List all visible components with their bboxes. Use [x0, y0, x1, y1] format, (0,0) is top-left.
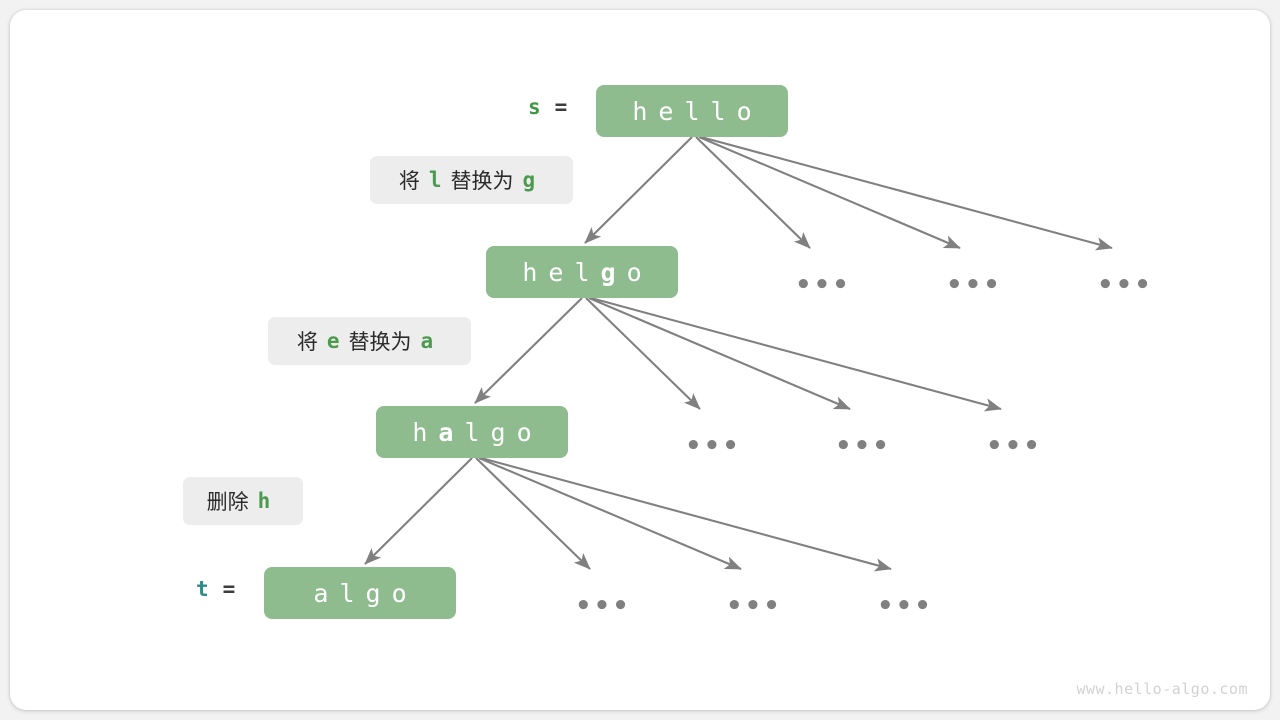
- operation-from-char: e: [326, 329, 340, 353]
- ellipsis-l2-a: •••: [685, 431, 741, 461]
- string-node-algo: algo: [264, 567, 456, 619]
- ellipsis-l1-b: •••: [946, 270, 1002, 300]
- char: e: [548, 257, 575, 287]
- char: g: [490, 417, 517, 447]
- operation-middle: 替换为: [348, 330, 412, 354]
- equals-sign: =: [554, 95, 568, 119]
- variable-name: s: [528, 95, 541, 119]
- ellipsis-l3-c: •••: [877, 591, 933, 621]
- char: e: [658, 96, 685, 126]
- operation-from-char: h: [257, 489, 271, 513]
- string-node-hello: hello: [596, 85, 788, 137]
- ellipsis-l1-a: •••: [795, 270, 851, 300]
- string-node-text: algo: [302, 579, 417, 608]
- variable-label-s: s=: [528, 95, 567, 119]
- ellipsis-l1-c: •••: [1097, 270, 1153, 300]
- char: l: [710, 96, 737, 126]
- operation-prefix: 将: [398, 169, 420, 193]
- ellipsis-l2-b: •••: [835, 431, 891, 461]
- char: l: [684, 96, 711, 126]
- string-node-text: hello: [621, 97, 762, 126]
- operation-from-char: l: [428, 168, 442, 192]
- char: o: [626, 257, 653, 287]
- ellipsis-l2-c: •••: [986, 431, 1042, 461]
- variable-label-t: t=: [196, 577, 235, 601]
- operation-middle: 替换为: [450, 169, 514, 193]
- char: l: [464, 417, 491, 447]
- string-node-helgo: helgo: [486, 246, 678, 298]
- char: h: [412, 417, 439, 447]
- variable-name: t: [196, 577, 209, 601]
- string-node-halgo: halgo: [376, 406, 568, 458]
- watermark: www.hello-algo.com: [1076, 680, 1248, 698]
- char: o: [516, 417, 543, 447]
- operation-prefix: 将: [296, 330, 318, 354]
- char: l: [574, 257, 601, 287]
- ellipsis-l3-b: •••: [726, 591, 782, 621]
- string-node-text: helgo: [511, 258, 652, 287]
- char: g: [365, 578, 392, 608]
- highlighted-char: a: [438, 417, 465, 447]
- equals-sign: =: [222, 577, 236, 601]
- char: h: [632, 96, 659, 126]
- ellipsis-l3-a: •••: [575, 591, 631, 621]
- operation-to-char: a: [420, 329, 434, 353]
- char: l: [339, 578, 366, 608]
- highlighted-char: g: [600, 257, 627, 287]
- char: o: [391, 578, 418, 608]
- char: h: [522, 257, 549, 287]
- operation-prefix: 删除: [206, 490, 249, 514]
- op-delete-h: 删除 h: [183, 477, 303, 525]
- string-node-text: halgo: [401, 418, 542, 447]
- operation-to-char: g: [522, 168, 536, 192]
- char: o: [736, 96, 763, 126]
- char: a: [313, 578, 340, 608]
